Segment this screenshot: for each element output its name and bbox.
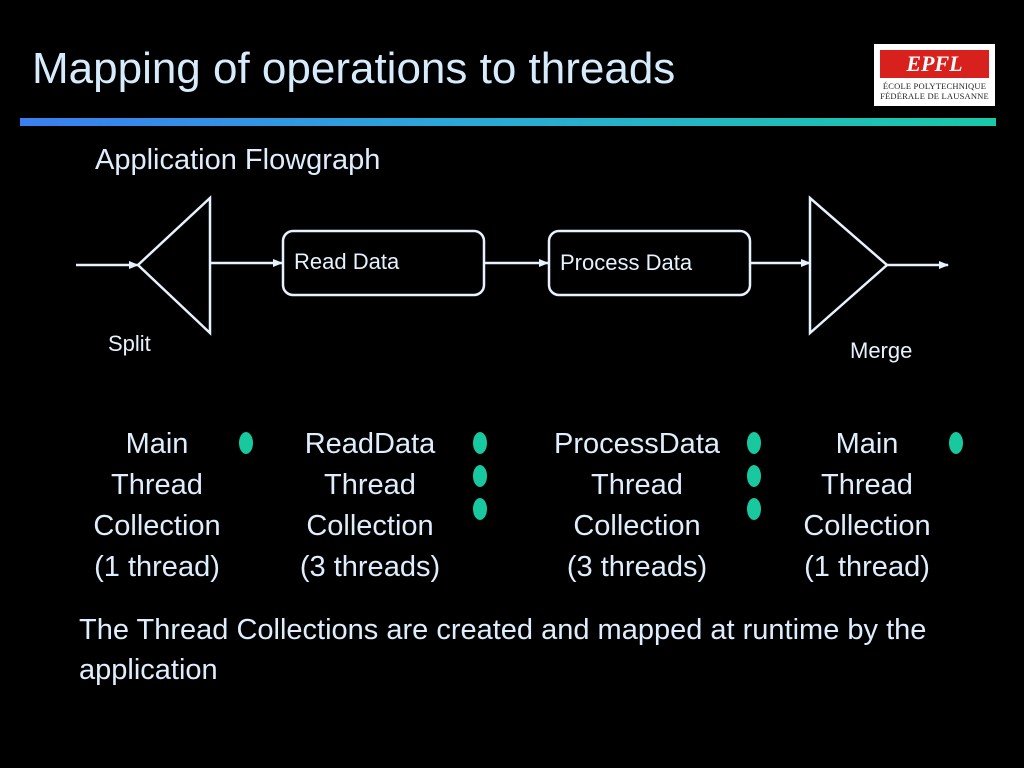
thread-dot — [949, 432, 963, 454]
main-thread-collection-start: Main Thread Collection (1 thread) — [57, 424, 257, 588]
collection-type: Collection — [93, 510, 221, 542]
processdata-thread-collection: ProcessData Thread Collection (3 threads… — [537, 424, 737, 588]
collection-name: Main — [125, 428, 189, 460]
merge-label: Merge — [850, 338, 913, 363]
epfl-logo-line1: ÉCOLE POLYTECHNIQUE — [882, 81, 987, 91]
title-divider — [20, 118, 996, 126]
flowgraph-heading: Application Flowgraph — [95, 144, 381, 176]
collection-type: Collection — [803, 510, 931, 542]
read-data-label: Read Data — [294, 249, 400, 274]
collection-type: Collection — [306, 510, 434, 542]
split-node — [136, 195, 212, 336]
collection-kind: Thread — [324, 469, 416, 501]
footer-note: The Thread Collections are created and m… — [79, 614, 927, 686]
slide-title: Mapping of operations to threads — [32, 44, 676, 93]
collection-thread-count: (1 thread) — [94, 551, 220, 583]
collection-kind: Thread — [821, 469, 913, 501]
epfl-logo-line2: FÉDÉRALE DE LAUSANNE — [880, 91, 989, 101]
main-thread-collection-end: Main Thread Collection (1 thread) — [767, 424, 967, 588]
merge-node — [808, 195, 889, 336]
thread-dot — [473, 498, 487, 520]
thread-dot — [239, 432, 253, 454]
readdata-thread-collection: ReadData Thread Collection (3 threads) — [270, 424, 470, 588]
collection-kind: Thread — [111, 469, 203, 501]
collection-thread-count: (3 threads) — [566, 551, 708, 583]
split-label: Split — [108, 331, 151, 356]
collection-thread-count: (1 thread) — [804, 551, 930, 583]
process-data-label: Process Data — [560, 250, 693, 275]
thread-dot — [473, 432, 487, 454]
epfl-logo-mark: EPFL — [880, 50, 989, 78]
collection-name: ReadData — [304, 428, 436, 460]
epfl-logo: EPFL ÉCOLE POLYTECHNIQUE FÉDÉRALE DE LAU… — [874, 44, 995, 106]
thread-dot — [747, 432, 761, 454]
thread-dot — [747, 465, 761, 487]
collection-name: Main — [835, 428, 899, 460]
collection-type: Collection — [573, 510, 701, 542]
thread-dot — [473, 465, 487, 487]
collection-name: ProcessData — [553, 428, 720, 460]
collection-thread-count: (3 threads) — [299, 551, 441, 583]
thread-dot — [747, 498, 761, 520]
collection-kind: Thread — [591, 469, 683, 501]
